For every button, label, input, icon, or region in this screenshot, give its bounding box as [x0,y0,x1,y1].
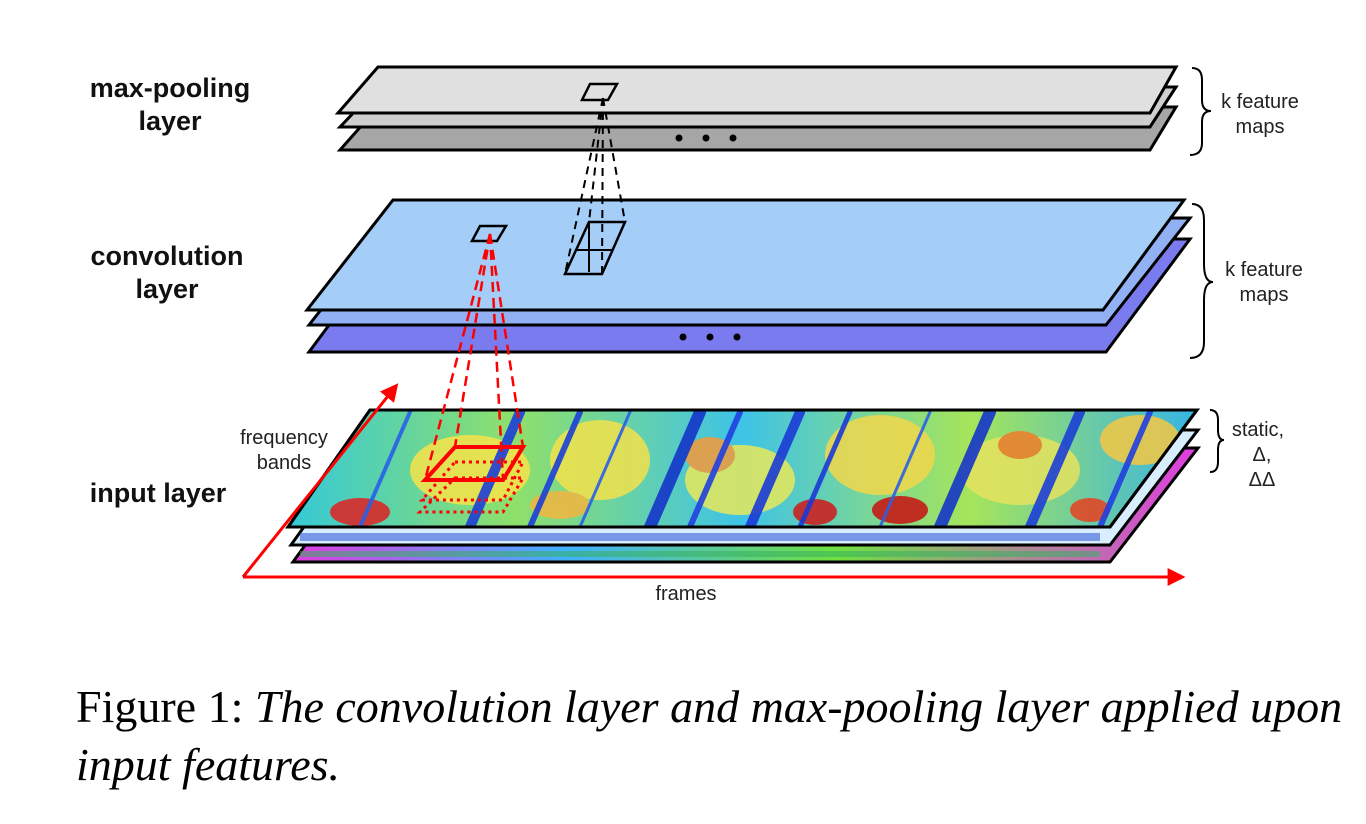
delta-streaks [300,533,1100,557]
frequency-bands-label-line1: frequency [240,427,328,449]
conv-brace-label-line2: maps [1240,284,1289,306]
input-brace-label-line1: static, [1232,419,1284,441]
axes [241,383,1186,586]
ellipsis-dot [702,134,710,142]
ellipsis-dot [706,333,714,341]
pooling-unit [579,82,620,102]
convolution-layer [303,198,1194,354]
conv-brace-label-line1: k feature [1225,259,1303,281]
ellipsis-dot [729,134,737,142]
conv-map-top [303,198,1187,312]
frequency-bands-label-line2: bands [257,452,312,474]
frames-label: frames [655,583,716,605]
pooling-map-top [334,65,1179,115]
brace-input [1209,409,1225,473]
input-brace-label-line3: ΔΔ [1249,469,1276,491]
braces [1189,67,1225,473]
pooling-brace-label-line2: maps [1236,116,1285,138]
max-pooling-label-line1: max-pooling [90,73,251,103]
spectrogram-texture [330,410,1180,527]
convolution-label-line1: convolution [91,241,244,271]
conv-unit [469,224,509,243]
input-brace-label-line2: Δ, [1253,444,1272,466]
figure-caption: Figure 1: The convolution layer and max-… [76,678,1346,794]
convolution-label-line2: layer [135,274,199,304]
ellipsis-dot [675,134,683,142]
pooling-brace-label-line1: k feature [1221,91,1299,113]
caption-prefix: Figure 1: [76,681,244,732]
frequency-axis [241,383,399,578]
ellipsis-dot [733,333,741,341]
caption-text: The convolution layer and max-pooling la… [76,681,1343,790]
brace-conv [1189,203,1214,359]
input-layer-label: input layer [90,478,227,508]
input-layer [285,408,1202,564]
pooling-receptive-field [563,97,627,276]
conv-receptive-field [416,233,527,514]
brace-pooling [1189,67,1212,156]
max-pooling-label-line2: layer [138,106,202,136]
ellipsis-dot [679,333,687,341]
max-pooling-layer [334,65,1179,152]
